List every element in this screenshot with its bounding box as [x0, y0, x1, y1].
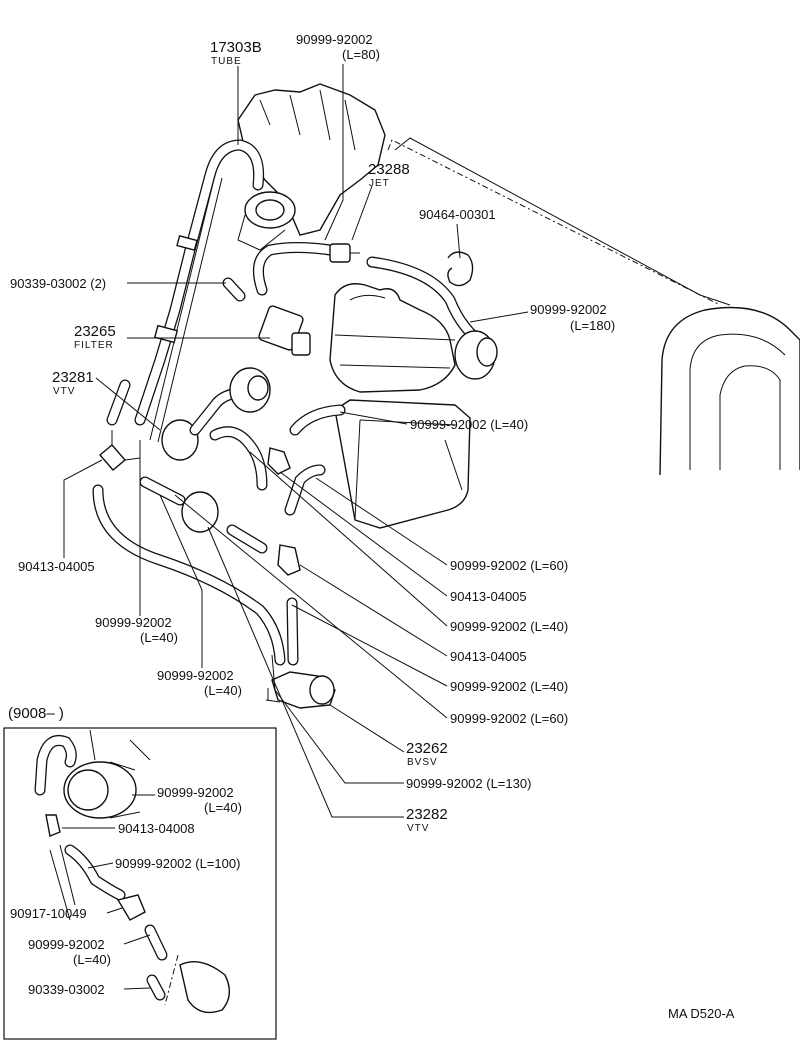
hoses-lower-center — [226, 524, 301, 666]
joint-90413-left — [99, 430, 141, 471]
joint-a-label: 90413-04005 — [450, 589, 527, 604]
vtv2-name: VTV — [407, 823, 429, 834]
hose-l40b-label: 90999-92002 (L=40) — [450, 619, 568, 634]
tube-name: TUBE — [211, 56, 242, 67]
tube-17303B — [134, 139, 265, 443]
hose-l180-part-number: 90999-92002 — [530, 302, 607, 317]
jet-part-number: 23288 — [368, 161, 410, 178]
figure-code: MA D520-A — [668, 1006, 735, 1021]
bvsv-name: BVSV — [407, 757, 438, 768]
air-intake-housing — [329, 283, 471, 529]
inset-title: (9008– ) — [8, 705, 64, 722]
hose-l60b-label: 90999-92002 (L=60) — [450, 711, 568, 726]
hose-l80-part-number: 90999-92002 — [296, 32, 373, 47]
filter-part-number: 23265 — [74, 323, 116, 340]
hose-l80-jet — [252, 242, 360, 296]
hose-long-left — [92, 484, 286, 666]
joint-b-label: 90413-04005 — [450, 649, 527, 664]
hose-l180 — [366, 256, 498, 380]
inset-panel — [3, 727, 277, 1040]
hose-left1-part-number: 90999-92002 — [95, 615, 172, 630]
hose-left2-length: (L=40) — [204, 683, 242, 698]
distributor-illustration — [237, 83, 386, 251]
tube-part-number: 17303B — [210, 39, 262, 56]
vtv-23281 — [106, 367, 271, 461]
bvsv-part-number: 23262 — [406, 740, 448, 757]
inset-hose-l100-label: 90999-92002 (L=100) — [115, 856, 240, 871]
jet-name: JET — [369, 178, 390, 189]
inset-hose2-part-number: 90999-92002 — [28, 937, 105, 952]
hose-l40a-label: 90999-92002 (L=40) — [410, 417, 528, 432]
vtv1-name: VTV — [53, 386, 75, 397]
hose-left1-length: (L=40) — [140, 630, 178, 645]
inset-valve-label: 90917-10049 — [10, 906, 87, 921]
inset-labels: (9008– ) 90999-92002 (L=40) 90413-04008 … — [8, 705, 242, 997]
clamp-90464 — [447, 251, 474, 287]
vtv2-part-number: 23282 — [406, 806, 448, 823]
filter-name: FILTER — [74, 340, 114, 351]
hose-l60a-label: 90999-92002 (L=60) — [450, 558, 568, 573]
hose-l40c-label: 90999-92002 (L=40) — [450, 679, 568, 694]
inset-hose-l40-part-number: 90999-92002 — [157, 785, 234, 800]
hose-l180-length: (L=180) — [570, 318, 615, 333]
part-labels: 17303B TUBE 90999-92002 (L=80) 23288 JET… — [10, 32, 615, 834]
inset-joint-label: 90413-04008 — [118, 821, 195, 836]
leader-lines — [63, 64, 529, 818]
vtv1-part-number: 23281 — [52, 369, 94, 386]
hose-left2-part-number: 90999-92002 — [157, 668, 234, 683]
plug-part-number: 90339-03002 (2) — [10, 276, 106, 291]
hoses-center — [209, 404, 346, 516]
inset-hose-l40-length: (L=40) — [204, 800, 242, 815]
hose-l80-length: (L=80) — [342, 47, 380, 62]
inset-plug-label: 90339-03002 — [28, 982, 105, 997]
clamp-part-number: 90464-00301 — [419, 207, 496, 222]
vtv-23282 — [139, 476, 219, 533]
inset-hose2-length: (L=40) — [73, 952, 111, 967]
timing-belt-cover — [387, 137, 800, 476]
bvsv-23262 — [265, 671, 336, 709]
joint-left-label: 90413-04005 — [18, 559, 95, 574]
hose-l130-label: 90999-92002 (L=130) — [406, 776, 531, 791]
filter-23265 — [222, 277, 311, 356]
